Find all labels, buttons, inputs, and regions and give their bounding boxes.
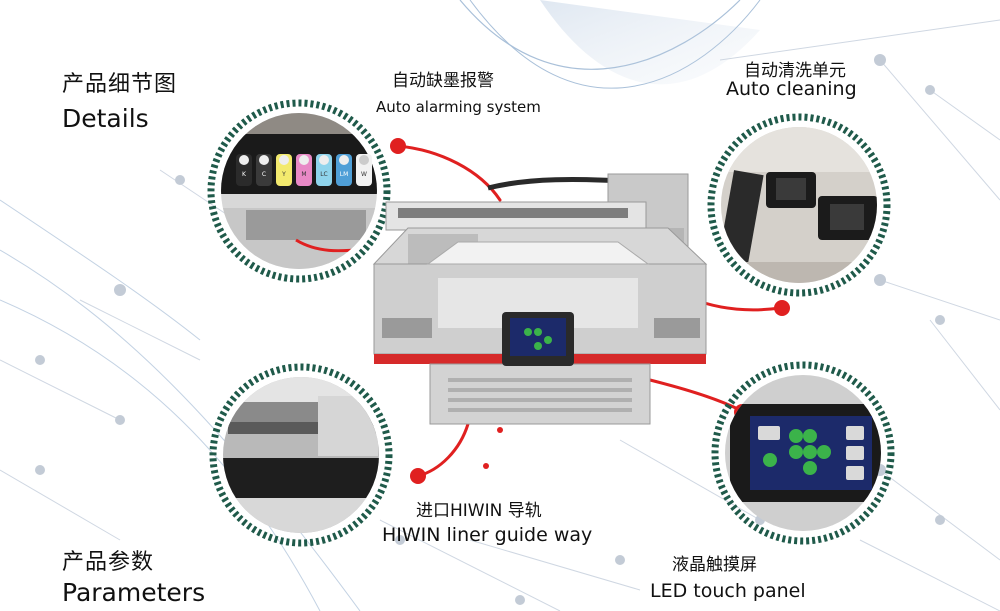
ink-bottle-y-label: Y — [281, 171, 286, 178]
feature-auto-clean-en: Auto cleaning — [726, 78, 857, 100]
ink-bottle-c-label: C — [262, 171, 266, 178]
feature-auto-clean-cn: 自动清洗单元 — [744, 61, 846, 81]
details-title-cn: 产品细节图 — [62, 72, 178, 97]
touch-panel-detail-circle — [711, 361, 895, 545]
uv-printer-image — [372, 173, 708, 425]
ink-bottle-lm-label: LM — [340, 171, 349, 178]
ink-bottle-w-label: W — [361, 171, 367, 178]
feature-ink-alarm-cn: 自动缺墨报警 — [392, 71, 494, 91]
feature-hiwin-en: HIWIN liner guide way — [382, 524, 593, 546]
feature-touch-panel-en: LED touch panel — [650, 580, 806, 602]
ink-system-detail-circle: K C Y M LC LM W — [207, 99, 391, 283]
parameters-title-en: Parameters — [62, 578, 206, 607]
parameters-title-cn: 产品参数 — [62, 550, 155, 575]
feature-hiwin-cn: 进口HIWIN 导轨 — [416, 501, 542, 521]
ink-bottles-row: K C Y M LC LM W — [236, 154, 372, 186]
ink-bottle-m-label: M — [301, 171, 306, 178]
details-title-en: Details — [62, 104, 149, 133]
hiwin-guide-detail-circle — [209, 363, 393, 547]
ink-bottle-k-label: K — [242, 171, 247, 178]
feature-touch-panel-cn: 液晶触摸屏 — [672, 555, 757, 575]
ink-bottle-lc-label: LC — [320, 171, 328, 178]
auto-cleaning-detail-circle — [707, 113, 891, 297]
feature-ink-alarm-en: Auto alarming system — [376, 98, 541, 116]
